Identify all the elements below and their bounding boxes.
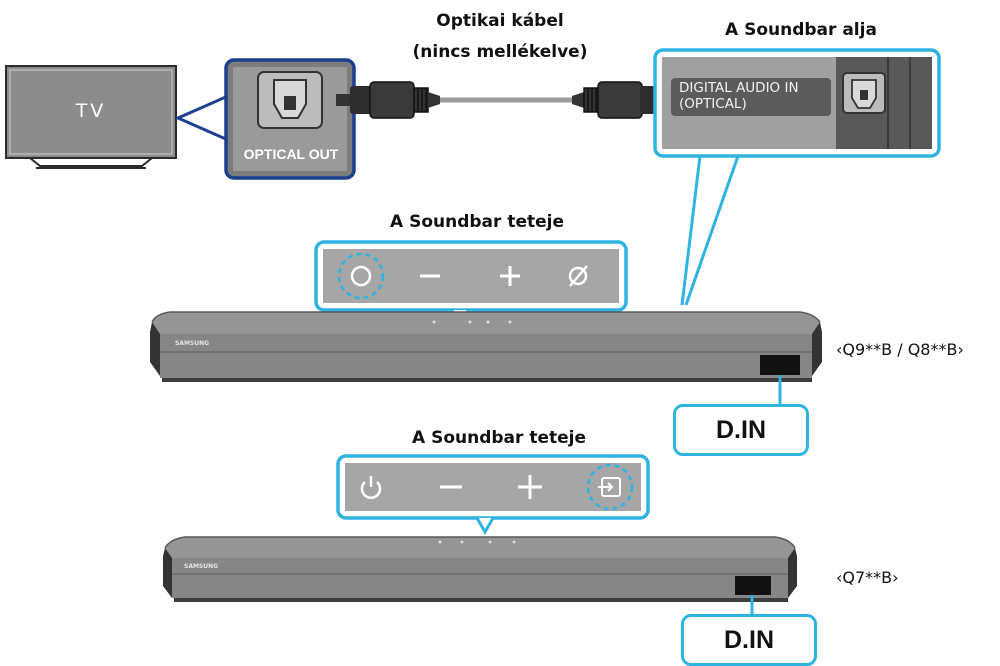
digital-audio-in-label: DIGITAL AUDIO IN (OPTICAL)	[671, 78, 831, 116]
tv	[5, 65, 177, 169]
samsung-logo-1: SAMSUNG	[175, 340, 209, 347]
optical-out-label: OPTICAL OUT	[243, 146, 339, 162]
d-in-port-1	[760, 355, 800, 375]
soundbar-bottom-label: A Soundbar alja	[725, 20, 877, 40]
digital-audio-in-line1: DIGITAL AUDIO IN	[679, 80, 799, 96]
soundbar-q9-q8: SAMSUNG	[150, 311, 822, 404]
digital-audio-in-line2: (OPTICAL)	[679, 96, 747, 112]
cable-label-line2: (nincs mellékelve)	[412, 42, 588, 62]
top-panel-2	[336, 454, 650, 536]
soundbar-top-label-1: A Soundbar teteje	[390, 212, 564, 232]
d-in-port-2	[735, 576, 771, 595]
d-in-label-2: D.IN	[681, 614, 817, 666]
samsung-logo-2: SAMSUNG	[184, 563, 218, 570]
cable-label: Optikai kábel (nincs mellékelve)	[390, 6, 610, 68]
tv-label: TV	[75, 100, 107, 122]
slashed-circle-icon	[568, 266, 588, 286]
model-label-2: ‹Q7**B›	[836, 568, 899, 587]
plus-icon	[500, 266, 520, 286]
power-icon	[360, 481, 382, 499]
top-panel-1	[314, 240, 628, 328]
tv-callout-pointer	[174, 93, 230, 143]
optical-cable	[336, 81, 676, 119]
soundbar-top-label-2: A Soundbar teteje	[412, 428, 586, 448]
d-in-label-1: D.IN	[673, 404, 809, 456]
model-label-1: ‹Q9**B / Q8**B›	[836, 340, 964, 359]
tv-optical-port-callout	[224, 58, 356, 180]
soundbar-q7: SAMSUNG	[163, 536, 797, 614]
circle-button-icon	[350, 265, 372, 287]
plus-icon	[518, 475, 542, 499]
cable-label-line1: Optikai kábel	[436, 11, 564, 31]
